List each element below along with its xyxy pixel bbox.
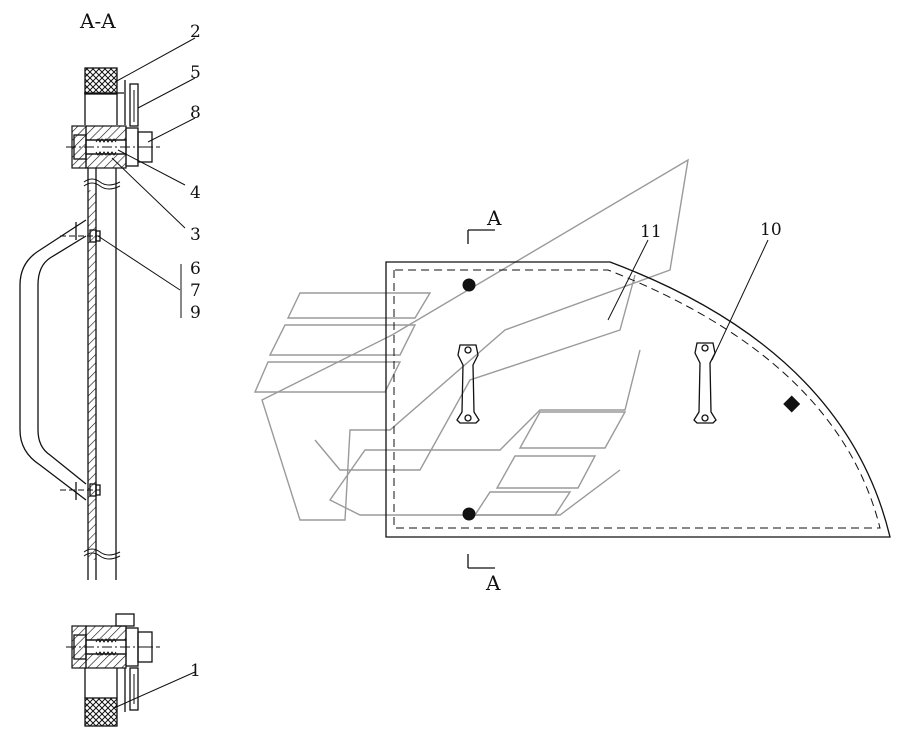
callout-6: 6 <box>190 259 201 279</box>
bottom-spring <box>95 638 117 656</box>
callout-4: 4 <box>190 183 201 203</box>
top-spring <box>95 138 117 156</box>
leader-3 <box>111 157 186 229</box>
bottom-sleeve-upper <box>85 625 127 641</box>
emblem-bar-6 <box>473 491 572 516</box>
leader-11 <box>607 239 649 321</box>
bottom-bracket <box>115 613 135 627</box>
callout-7: 7 <box>190 281 201 301</box>
handle-inner <box>37 235 87 485</box>
leader-5 <box>137 77 196 109</box>
emblem-bar-3 <box>253 361 402 393</box>
callout-8: 8 <box>190 103 201 123</box>
top-grip-body <box>84 80 126 125</box>
leader-4 <box>117 149 186 186</box>
hole-right <box>783 395 801 413</box>
bottom-plate <box>129 667 139 711</box>
handle-left <box>456 344 480 424</box>
emblem-bar-1 <box>286 292 432 319</box>
callout-3: 3 <box>190 225 201 245</box>
hole-top-left <box>462 278 476 292</box>
callout-1: 1 <box>190 661 201 681</box>
bottom-grip-body <box>84 668 126 712</box>
bottom-knurled-grip <box>84 697 118 727</box>
callout-11: 11 <box>640 222 662 242</box>
leader-8 <box>147 117 196 143</box>
leader-1 <box>113 671 196 709</box>
break-line-lower <box>83 548 121 556</box>
leader-10 <box>711 239 769 361</box>
leader-2 <box>114 37 196 83</box>
emblem-mid-stroke <box>314 274 636 471</box>
break-line-lower-2 <box>83 552 121 560</box>
handle-washer-top <box>95 230 101 242</box>
top-plate <box>129 83 139 127</box>
emblem-bar-2 <box>268 324 417 356</box>
top-knurled-grip <box>84 67 118 95</box>
emblem-bar-5 <box>495 455 597 489</box>
section-title: A-A <box>79 9 116 33</box>
leader-6-7-9 <box>97 235 181 291</box>
handle-washer-bottom <box>95 484 101 496</box>
emblem-outline <box>253 158 689 521</box>
section-marker-bottom-label: A <box>485 571 501 595</box>
top-sleeve-upper <box>85 125 127 141</box>
emblem-wing-outer <box>261 158 689 521</box>
section-view-a-a: A-A <box>19 9 201 727</box>
callout-5: 5 <box>190 63 201 83</box>
section-marker-top <box>467 229 495 244</box>
callout-9: 9 <box>190 303 201 323</box>
panel-hatch <box>88 190 96 560</box>
break-line-upper-2 <box>83 182 121 190</box>
plate-outline <box>385 261 891 538</box>
plate-inner-dashed <box>393 269 881 529</box>
hole-bottom-left <box>462 507 476 521</box>
break-line-upper <box>83 178 121 186</box>
section-marker-bottom <box>467 554 495 569</box>
callout-2: 2 <box>190 22 201 42</box>
section-marker-top-label: A <box>486 206 502 230</box>
front-view: A A 11 10 <box>253 158 891 595</box>
emblem-bar-4 <box>518 411 627 449</box>
handle-right <box>693 342 717 424</box>
handle-outer <box>19 219 87 501</box>
bottom-sleeve-lower <box>85 653 127 669</box>
callout-10: 10 <box>760 220 782 240</box>
